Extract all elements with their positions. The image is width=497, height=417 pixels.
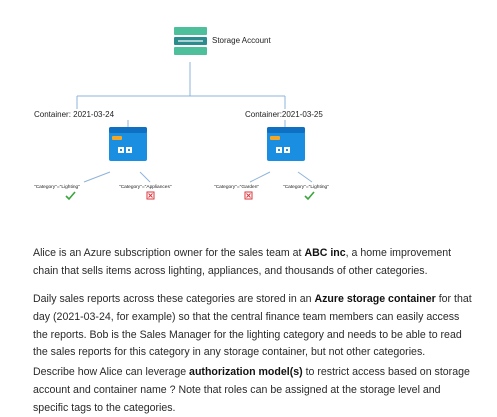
container-icon — [109, 127, 147, 161]
container-icon — [267, 127, 305, 161]
x-box-icon — [146, 191, 155, 200]
text-run: for that day (2021-03-24, for example) s… — [33, 293, 472, 359]
paragraph-reports: Daily sales reports across these categor… — [33, 291, 473, 362]
check-icon — [65, 191, 76, 201]
container-label: Container: 2021-03-24 — [34, 110, 115, 119]
container-label: Container:2021-03-25 — [245, 110, 323, 119]
bold-term: ABC inc — [304, 247, 346, 259]
paragraph-context: Alice is an Azure subscription owner for… — [33, 245, 473, 281]
bold-term: Azure storage container — [314, 293, 436, 305]
text-run: Describe how Alice can leverage — [33, 366, 190, 378]
x-box-icon — [244, 191, 253, 200]
architecture-diagram: Storage Account Container: 2021-03-24 Co… — [34, 27, 329, 201]
text-run: Daily sales reports across these categor… — [33, 293, 315, 305]
bold-term: authorization model(s) — [189, 366, 303, 378]
text-run: to restrict access based on storage acco… — [33, 366, 470, 414]
connector-lines — [76, 62, 313, 183]
check-icon — [304, 191, 315, 201]
tag-connector — [297, 171, 313, 183]
paragraph-question: Describe how Alice can leverage authoriz… — [33, 364, 473, 417]
tag-label: "Category"="Lighting" — [283, 184, 329, 190]
storage-account-label: Storage Account — [212, 36, 271, 45]
tag-connector — [249, 171, 271, 183]
tag-label: "Category"="Lighting" — [34, 184, 80, 190]
tag-label: "Category"="Garden" — [214, 184, 259, 190]
tag-connector — [139, 171, 151, 183]
storage-account-icon — [174, 27, 207, 55]
tag-connector — [83, 171, 111, 183]
tag-label: "Category"="Appliances" — [119, 184, 172, 190]
text-run: , a home improvement chain that sells it… — [33, 247, 452, 277]
text-run: Alice is an Azure subscription owner for… — [33, 247, 305, 259]
